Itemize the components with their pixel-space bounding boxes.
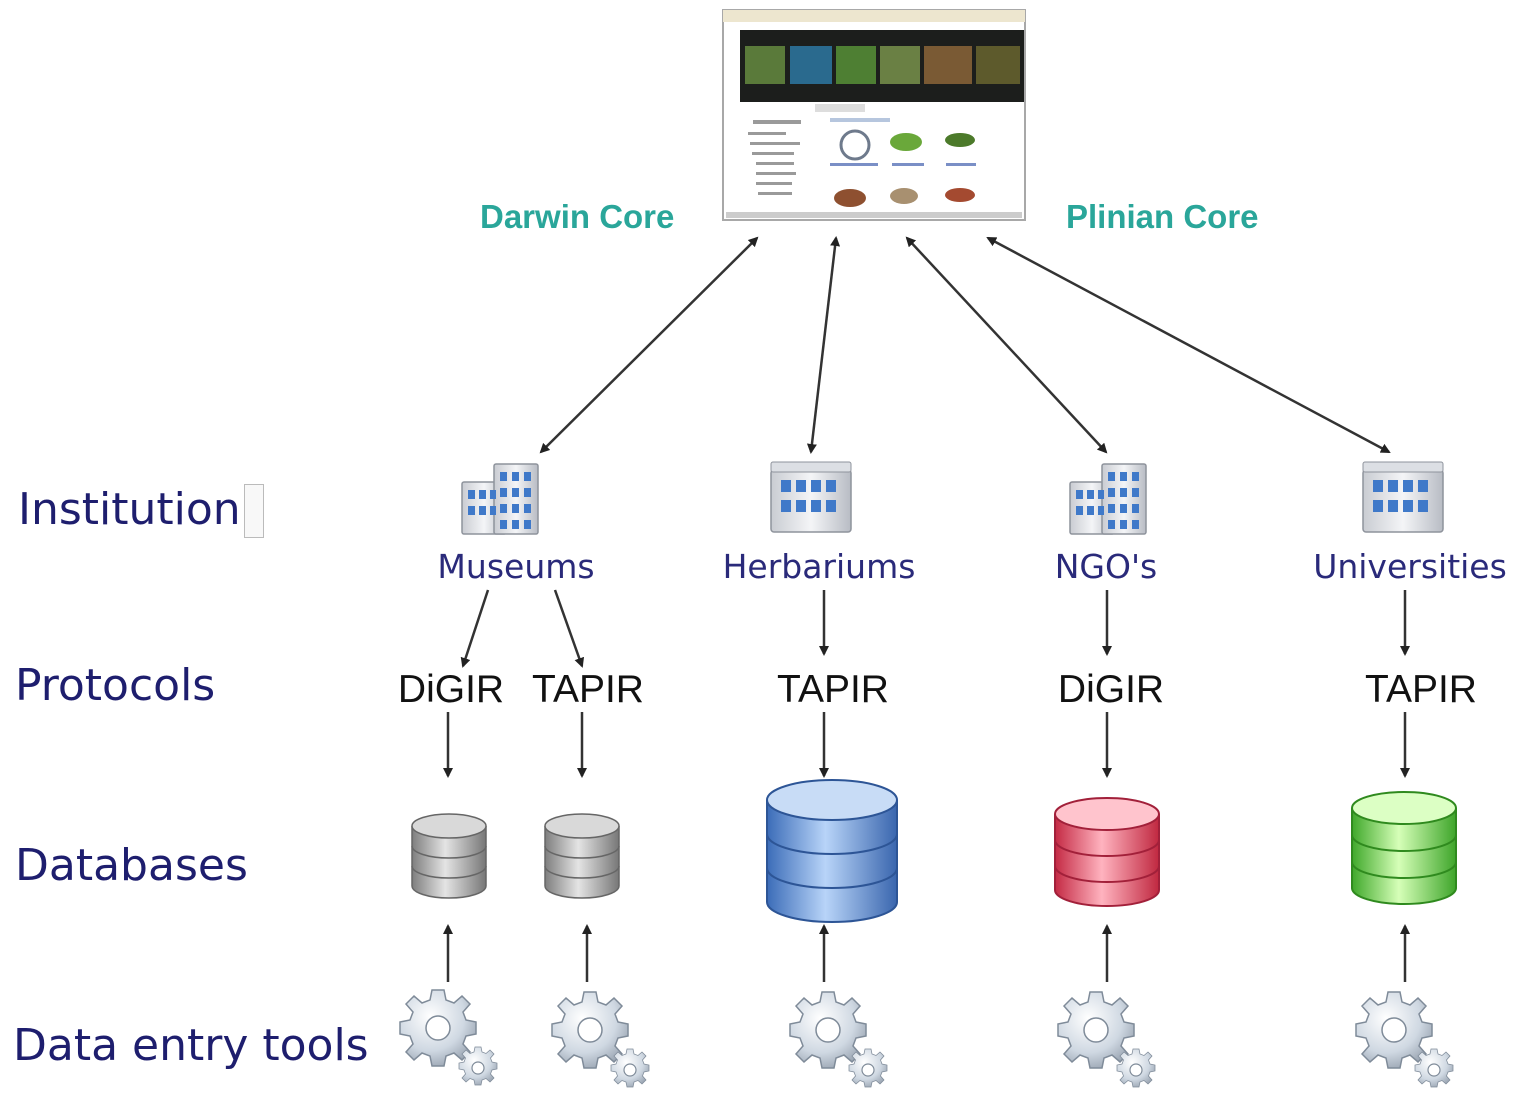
exchange-arrows [539,236,1391,454]
database-icon [766,779,898,923]
building-icon [1362,461,1444,533]
standard-plinian-core: Plinian Core [1066,198,1259,235]
protocol-label: DiGIR [1057,668,1165,711]
protocol-label: DiGIR [397,668,505,711]
database-arrows [443,712,1410,778]
building-icon [461,463,539,535]
protocol-label: TAPIR [1365,668,1477,711]
tool-arrows [443,924,1410,982]
gears-icon [399,989,498,1086]
text-cursor-box [244,484,264,538]
exchange-arrow-ngos [905,236,1108,454]
database-icon [1351,791,1457,905]
gears-icon [551,991,650,1088]
institution-universities: Universities [1313,547,1507,586]
exchange-arrow-museums [539,236,759,454]
institution-ngos: NGO's [1054,547,1158,586]
protocol-label: TAPIR [532,668,644,711]
row-label-protocols: Protocols [15,660,216,711]
row-label-databases: Databases [15,840,248,891]
database-icon [411,813,487,899]
gears-icon [1057,991,1156,1088]
building-icon [1069,463,1147,535]
exchange-arrow-universities [986,236,1391,454]
institution-herbariums: Herbariums [722,547,916,586]
protocol-arrows [460,589,1410,668]
exchange-arrow-herbariums [806,236,841,454]
portal-screenshot-icon [722,9,1026,221]
standard-darwin-core: Darwin Core [480,198,675,235]
database-icon [544,813,620,899]
gears-icon [789,991,888,1088]
database-icon [1054,797,1160,907]
protocol-label: TAPIR [777,668,889,711]
row-label-data-entry-tools: Data entry tools [13,1020,369,1071]
gears-icon [1355,991,1454,1088]
building-icon [770,461,852,533]
row-label-institutions: Institution [18,484,241,535]
institution-museums: Museums [437,547,595,586]
